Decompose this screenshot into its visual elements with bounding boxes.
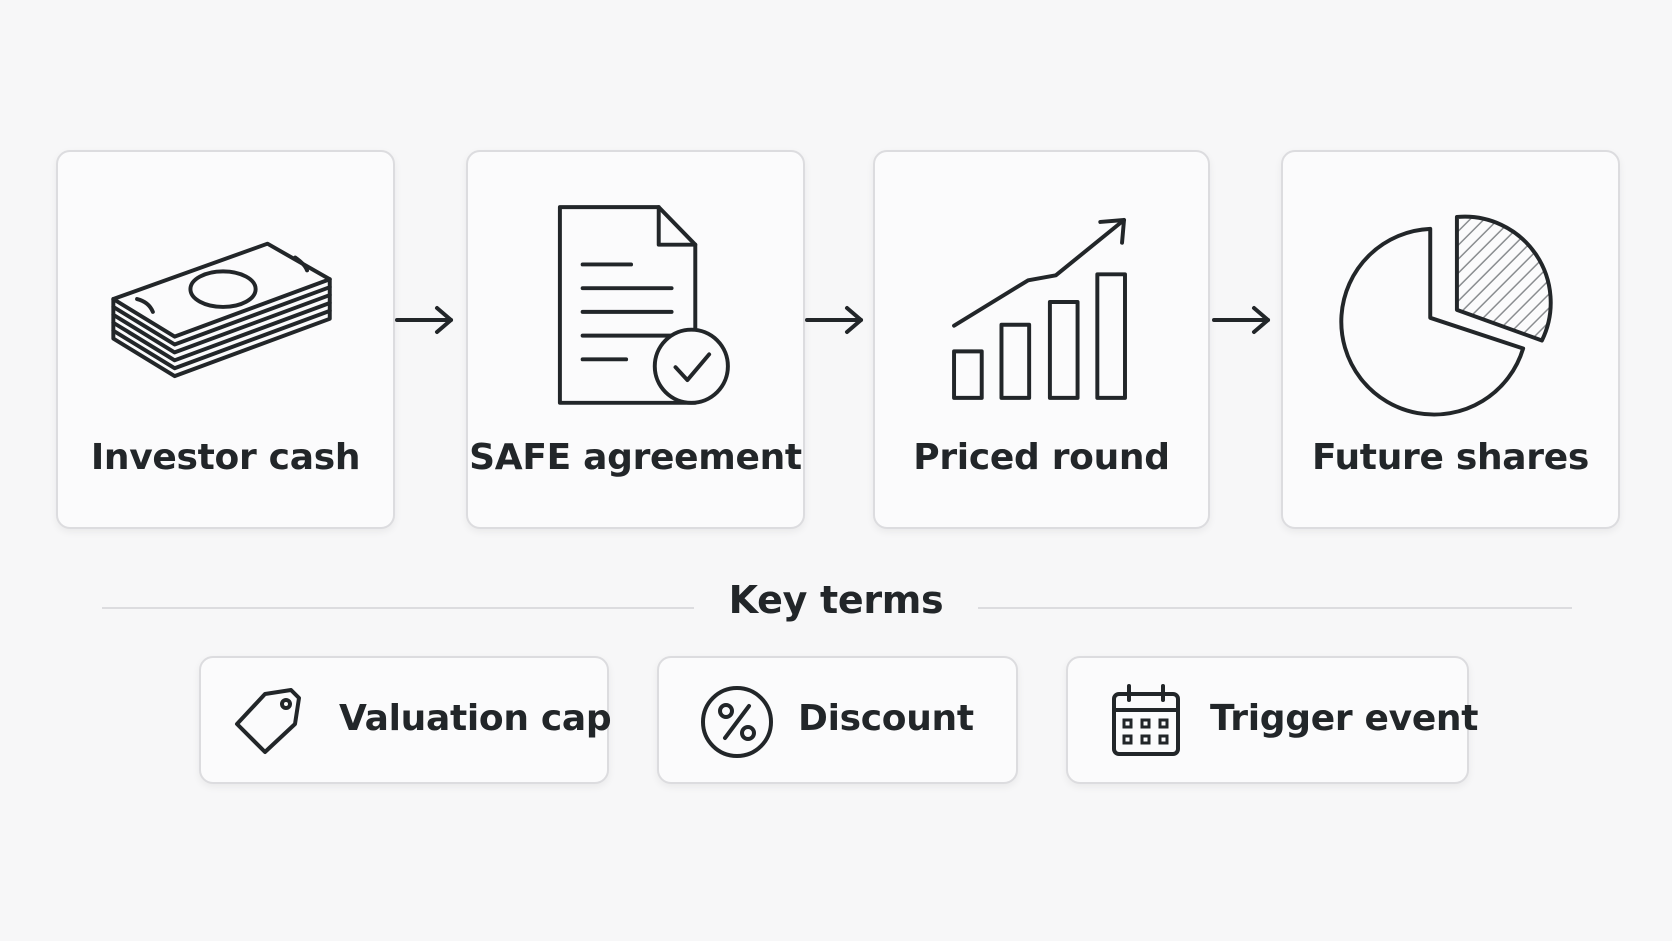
term-label: Trigger event bbox=[1210, 698, 1479, 739]
flow-step-label: Investor cash bbox=[90, 437, 361, 478]
term-card-trigger-event: Trigger event bbox=[1066, 656, 1478, 784]
term-label: Discount bbox=[798, 698, 974, 739]
pie-chart-icon bbox=[1339, 214, 1553, 417]
flow-step-label: Future shares bbox=[1311, 437, 1590, 478]
term-card-valuation-cap: Valuation cap bbox=[199, 656, 612, 784]
arrow-right-icon bbox=[1212, 306, 1270, 334]
flow-step-investor-cash: Investor cash bbox=[56, 150, 395, 529]
price-tag-icon bbox=[235, 688, 301, 754]
term-label: Valuation cap bbox=[339, 698, 612, 739]
percent-icon bbox=[701, 686, 773, 758]
flow-step-safe-agreement: SAFE agreement bbox=[466, 150, 805, 529]
flow-step-label: SAFE agreement bbox=[469, 437, 802, 478]
term-card-discount: Discount bbox=[657, 656, 1018, 784]
bar-chart-growth-icon bbox=[952, 218, 1127, 400]
section-divider-left bbox=[102, 607, 694, 609]
cash-stack-icon bbox=[111, 241, 332, 379]
flow-step-future-shares: Future shares bbox=[1281, 150, 1620, 529]
flow-step-label: Priced round bbox=[913, 437, 1170, 478]
document-check-icon bbox=[557, 205, 730, 405]
section-title: Key terms bbox=[728, 578, 944, 622]
arrow-right-icon bbox=[395, 306, 453, 334]
calendar-icon bbox=[1112, 684, 1180, 756]
flow-step-priced-round: Priced round bbox=[873, 150, 1210, 529]
section-divider-right bbox=[978, 607, 1572, 609]
arrow-right-icon bbox=[805, 306, 863, 334]
